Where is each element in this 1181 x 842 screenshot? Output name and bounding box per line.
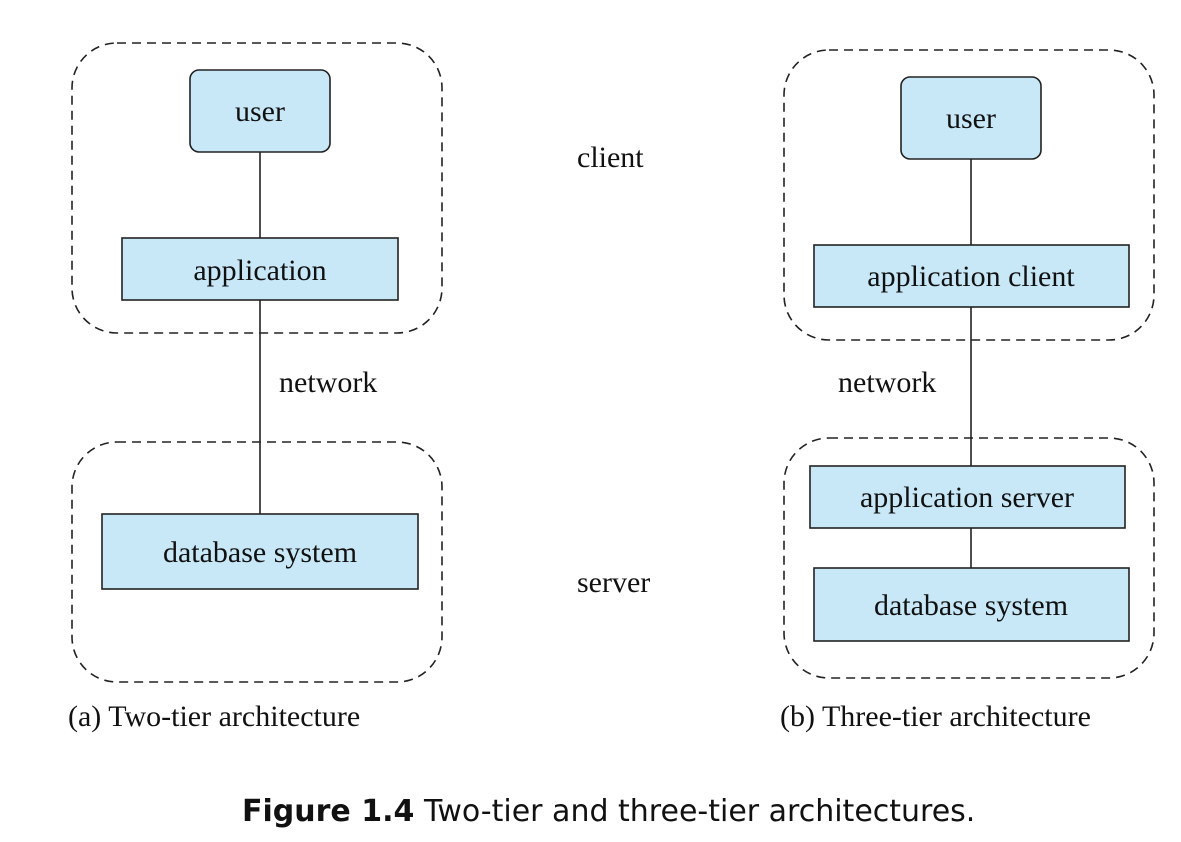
two-tier-user-box: [189, 69, 331, 153]
three-tier-application-client-box: [813, 244, 1130, 308]
server-label: server: [577, 566, 650, 599]
two-tier-client-group: [71, 42, 443, 334]
two-tier-caption: (a) Two-tier architecture: [68, 700, 360, 733]
three-tier-database-label: database system: [874, 589, 1068, 622]
three-tier-user-box: [900, 76, 1042, 160]
three-tier-caption: (b) Three-tier architecture: [780, 700, 1091, 733]
three-tier-database-box: [813, 567, 1130, 642]
two-tier-server-group: [71, 441, 443, 683]
three-tier-application-server-label: application server: [860, 481, 1074, 514]
three-tier-user-label: user: [946, 102, 996, 135]
two-tier-application-box: [121, 237, 399, 301]
two-tier-network-label: network: [279, 366, 377, 399]
two-tier-user-label: user: [235, 95, 285, 128]
three-tier-server-group: [783, 437, 1155, 679]
two-tier-database-box: [101, 513, 419, 590]
figure-title: Two-tier and three-tier architectures.: [423, 794, 975, 829]
three-tier-client-group: [783, 49, 1155, 341]
figure-caption: Figure 1.4 Two-tier and three-tier archi…: [242, 794, 975, 829]
figure-number: Figure 1.4: [242, 794, 414, 829]
two-tier-database-label: database system: [163, 536, 357, 569]
two-tier-architecture: user application network database system…: [68, 42, 443, 733]
client-label: client: [577, 141, 644, 174]
three-tier-network-label: network: [838, 366, 936, 399]
three-tier-application-server-box: [809, 465, 1126, 529]
three-tier-application-client-label: application client: [867, 260, 1075, 293]
two-tier-application-label: application: [193, 254, 326, 287]
three-tier-architecture: user application client network applicat…: [780, 49, 1155, 733]
